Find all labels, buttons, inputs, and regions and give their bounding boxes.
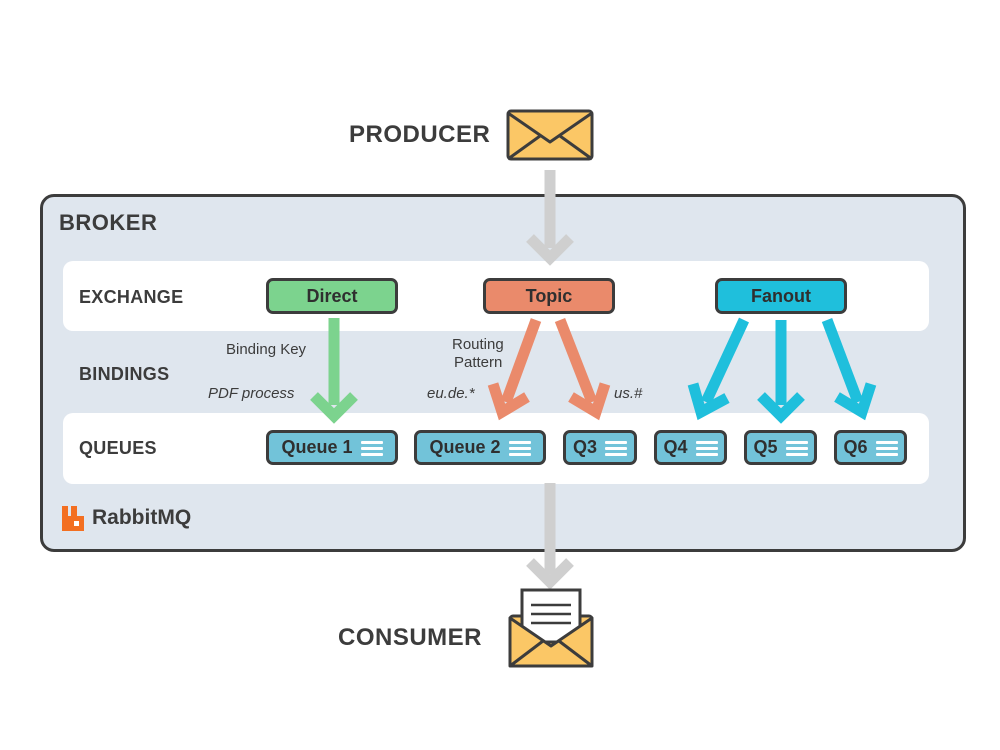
fanout-binding-arrow-q5	[757, 320, 805, 424]
list-icon	[508, 440, 531, 456]
producer-arrow	[526, 170, 574, 266]
rabbitmq-logo-text: RabbitMQ	[92, 506, 192, 529]
rabbitmq-logo: RabbitMQ	[60, 504, 191, 532]
queue-5-label: Q5	[753, 437, 778, 457]
list-icon	[785, 440, 808, 456]
producer-envelope-icon	[506, 109, 594, 161]
exchange-topic: Topic	[483, 278, 615, 314]
list-icon	[360, 440, 383, 456]
us-label: us.#	[614, 385, 643, 402]
topic-binding-arrow-q3	[554, 318, 611, 421]
exchange-direct: Direct	[266, 278, 398, 314]
producer-label: PRODUCER	[349, 121, 491, 148]
consumer-label: CONSUMER	[338, 624, 483, 651]
broker-label: BROKER	[59, 210, 158, 235]
broker-container	[40, 194, 966, 552]
queue-2: Queue 2	[414, 430, 546, 465]
queue-3-label: Q3	[572, 437, 597, 457]
rabbitmq-logo-icon	[62, 506, 84, 531]
consumer-arrow	[526, 483, 574, 590]
list-icon	[605, 440, 627, 456]
topic-binding-arrow-queue2	[487, 318, 542, 421]
queue-1-label: Queue 1	[281, 437, 353, 457]
queues-row-label: QUEUES	[79, 438, 157, 458]
consumer-envelope-icon	[508, 588, 594, 668]
fanout-binding-arrow-q6	[821, 318, 877, 421]
binding-key-label: Binding Key	[226, 341, 307, 358]
queue-3: Q3	[563, 430, 637, 465]
routing-pattern-label-line1: Routing	[452, 336, 504, 353]
eu-de-label: eu.de.*	[427, 385, 475, 402]
list-icon	[875, 440, 898, 456]
queue-5: Q5	[744, 430, 817, 465]
direct-binding-arrow	[310, 318, 358, 424]
queue-4: Q4	[654, 430, 727, 465]
bindings-row-label: BINDINGS	[79, 364, 170, 384]
exchange-row-label: EXCHANGE	[79, 287, 184, 307]
queue-1: Queue 1	[266, 430, 398, 465]
routing-pattern-label-line2: Pattern	[454, 354, 503, 371]
exchange-fanout: Fanout	[715, 278, 847, 314]
queue-2-label: Queue 2	[429, 437, 501, 457]
list-icon	[695, 440, 718, 456]
queue-6: Q6	[834, 430, 907, 465]
queue-4-label: Q4	[663, 437, 688, 457]
pdf-process-label: PDF process	[208, 385, 295, 402]
fanout-binding-arrow-q4	[687, 317, 749, 421]
queue-6-label: Q6	[843, 437, 868, 457]
